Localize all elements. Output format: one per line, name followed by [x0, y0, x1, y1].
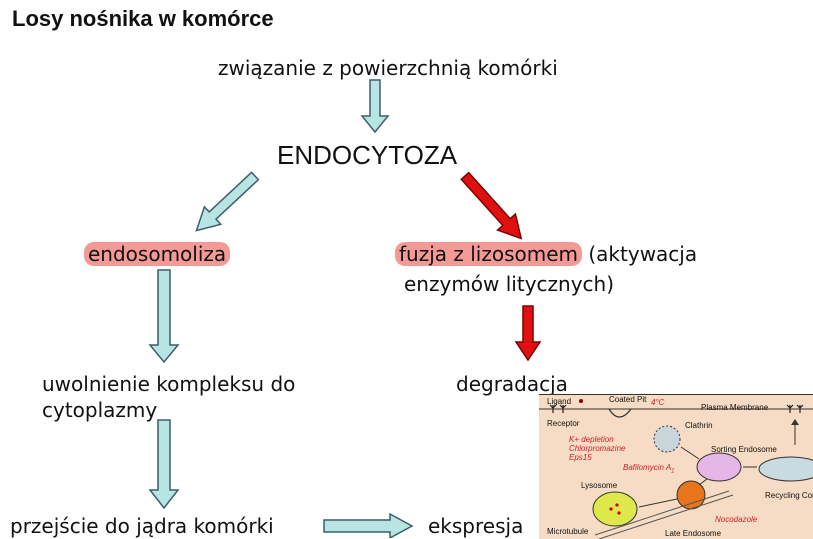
- arrow-endocytosis-to-endosomolysis: [195, 171, 260, 232]
- pathway-illustration: [539, 399, 813, 539]
- label-coated-pit: Coated Pit: [609, 395, 647, 404]
- label-ligand: Ligand: [547, 397, 572, 406]
- arrow-fusion-to-degradation: [514, 305, 542, 362]
- label-temperature: 4°C: [651, 398, 665, 407]
- node-degradation: degradacja: [456, 372, 568, 396]
- node-release-line2: cytoplazmy: [42, 398, 158, 422]
- arrow-release-to-nucleus: [148, 419, 180, 510]
- label-lysosome: Lysosome: [581, 481, 618, 490]
- arrow-endocytosis-to-fusion: [460, 171, 523, 240]
- endosomolysis-highlight: endosomoliza: [84, 242, 231, 266]
- label-clathrin: Clathrin: [685, 421, 713, 430]
- node-expression: ekspresja: [428, 514, 524, 538]
- arrow-endosomolysis-to-release: [148, 269, 180, 364]
- endocytosis-pathway-figure: Ligand Coated Pit 4°C Plasma Membrane Re…: [539, 394, 813, 539]
- node-lysosome-fusion-line2: enzymów litycznych): [404, 272, 615, 296]
- node-nucleus: przejście do jądra komórki: [10, 514, 274, 538]
- label-nocodazole: Nocodazole: [715, 515, 758, 524]
- label-plasma-membrane: Plasma Membrane: [701, 403, 769, 412]
- label-microtubule: Microtubule: [547, 527, 589, 536]
- arrow-binding-to-endocytosis: [360, 79, 390, 134]
- page-title: Losy nośnika w komórce: [12, 6, 274, 31]
- label-eps15: Eps15: [569, 453, 592, 462]
- label-k-depletion: K+ depletion: [569, 435, 614, 444]
- arrow-nucleus-to-expression: [323, 512, 414, 538]
- label-bafilomycin: Bafilomycin A1: [623, 463, 675, 475]
- label-receptor: Receptor: [547, 419, 580, 428]
- lysosome-fusion-rest: (aktywacja: [588, 242, 698, 266]
- lysosome-fusion-highlight: fuzja z lizosomem: [395, 242, 583, 266]
- node-binding: związanie z powierzchnią komórki: [218, 56, 558, 80]
- node-endocytosis: ENDOCYTOZA: [277, 140, 458, 170]
- node-release-line1: uwolnienie kompleksu do: [42, 372, 296, 396]
- node-lysosome-fusion: fuzja z lizosomem (aktywacja: [395, 242, 697, 266]
- label-sorting-endosome: Sorting Endosome: [711, 445, 777, 454]
- label-recycling: Recycling Com: [765, 491, 813, 500]
- label-late-endosome: Late Endosome: [665, 529, 722, 538]
- label-chlorpromazine: Chlorpromazine: [569, 444, 626, 453]
- node-endosomolysis: endosomoliza: [84, 242, 231, 266]
